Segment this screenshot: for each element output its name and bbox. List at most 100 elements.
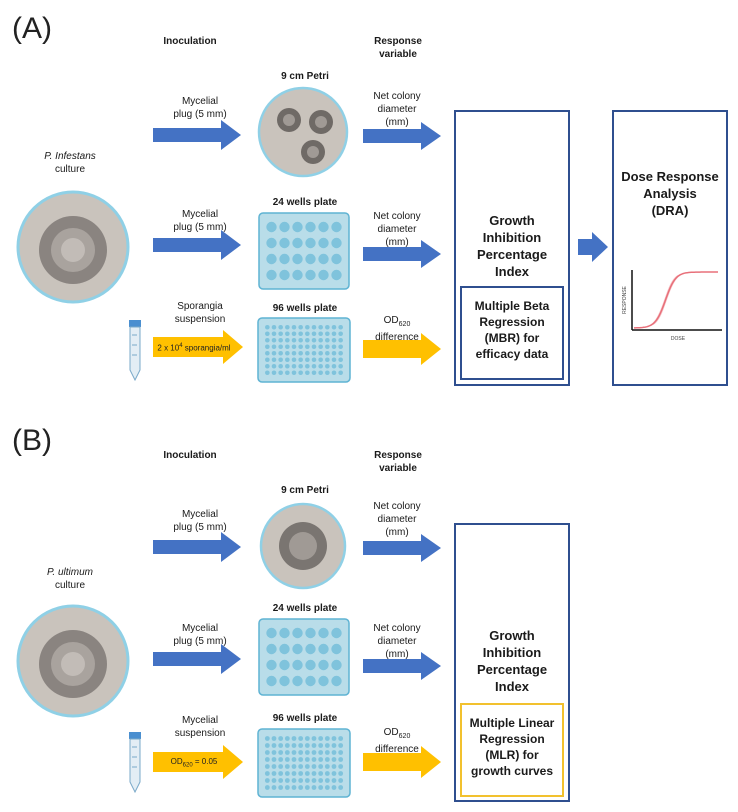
plate-well xyxy=(325,350,330,356)
plate-well xyxy=(271,331,277,337)
plate-well xyxy=(331,363,337,369)
well-plate-96-a xyxy=(257,317,351,383)
plate-well xyxy=(338,331,343,337)
plate-well xyxy=(325,337,330,343)
plate-well xyxy=(265,337,270,343)
culture-dish-b xyxy=(16,604,130,718)
resp-a3-sub: 620 xyxy=(398,321,411,328)
plate-well xyxy=(318,675,329,687)
plate-well xyxy=(291,750,297,755)
plate-well xyxy=(331,370,337,376)
plate-well xyxy=(324,764,330,769)
plate-well xyxy=(318,324,323,330)
chip-a-unit: sporangia/ml xyxy=(182,343,231,353)
plate-well xyxy=(292,659,303,671)
plate-well xyxy=(271,764,277,769)
culture-word-b: culture xyxy=(54,580,85,591)
plate-well xyxy=(292,253,303,265)
plate-well xyxy=(318,778,324,783)
plate-well xyxy=(318,643,329,655)
plate-body xyxy=(258,212,350,290)
od-concentration: OD620 = 0.05 xyxy=(153,756,235,772)
plate-well xyxy=(298,750,304,755)
mlr-line4: growth curves xyxy=(470,764,554,778)
gipi-a-line1: Growth xyxy=(489,213,535,228)
resp-a1-line2: diameter xyxy=(377,104,417,115)
blue-arrow-a1-out xyxy=(363,122,441,150)
gipi-b-line4: Index xyxy=(495,679,529,694)
blue-arrow-a2-out xyxy=(363,240,441,268)
plate-well xyxy=(331,659,342,671)
dra-line3: (DRA) xyxy=(651,203,689,218)
plate-well xyxy=(305,269,316,281)
chip-a-sup: 4 xyxy=(179,343,183,349)
plate-well xyxy=(325,331,330,337)
plate-well xyxy=(305,221,316,233)
plate-well xyxy=(291,357,297,363)
dra-box: Dose Response Analysis (DRA) RESPONSE DO… xyxy=(612,110,728,386)
plate-well xyxy=(318,743,324,748)
plate-well xyxy=(338,771,344,776)
plate-well xyxy=(271,736,277,741)
plate-well xyxy=(265,370,270,376)
chip-a-base: 2 x 10 xyxy=(157,343,180,353)
plate-well xyxy=(291,743,297,748)
yellow-arrow-b3-out xyxy=(363,746,441,778)
plate-well xyxy=(324,757,330,762)
plate-well xyxy=(298,764,304,769)
plate-well xyxy=(291,350,297,356)
plate-well xyxy=(338,743,344,748)
vessel-label-a1: 9 cm Petri xyxy=(281,71,329,82)
plate-well xyxy=(266,253,277,265)
plate-well xyxy=(324,743,330,748)
plate-well xyxy=(298,771,304,776)
chip-b-base: OD xyxy=(170,757,183,766)
plate-well xyxy=(311,363,317,369)
inoc-b3-line2: suspension xyxy=(174,728,226,739)
plate-well xyxy=(318,237,329,249)
plate-well xyxy=(279,253,290,265)
plate-well xyxy=(331,750,337,755)
plate-well xyxy=(264,750,270,755)
plate-well xyxy=(284,743,290,748)
plate-well xyxy=(325,344,330,350)
response-header-b: Response variable xyxy=(358,449,438,475)
plate-well xyxy=(318,627,329,639)
plate-well xyxy=(311,357,317,363)
plate-well xyxy=(325,357,330,363)
culture-species-b: P. ultimum xyxy=(47,567,93,578)
plate-well xyxy=(278,757,284,762)
plate-well xyxy=(338,370,343,376)
plate-well xyxy=(278,764,284,769)
resp-a2-line3: (mm) xyxy=(385,237,409,248)
resp-a1-line3: (mm) xyxy=(385,117,409,128)
mbr-box: Multiple Beta Regression (MBR) for effic… xyxy=(460,286,564,380)
plate-well xyxy=(331,331,337,337)
plate-well xyxy=(305,357,310,363)
plate-well xyxy=(311,764,317,769)
plate-well xyxy=(279,221,290,233)
gipi-box-a: Growth Inhibition Percentage Index Multi… xyxy=(454,110,570,386)
inoc-b2-line2: plug (5 mm) xyxy=(173,636,227,647)
plate-well xyxy=(271,350,277,356)
plate-well xyxy=(279,627,290,639)
response-header-a-line1: Response xyxy=(374,36,422,47)
plate-well xyxy=(311,370,317,376)
inoc-b1-line1: Mycelial xyxy=(181,509,219,520)
plate-well xyxy=(338,785,344,790)
dra-sigmoid-curve xyxy=(634,271,718,329)
plate-well xyxy=(271,337,277,343)
resp-b2-line3: (mm) xyxy=(385,649,409,660)
resp-b1-line3: (mm) xyxy=(385,527,409,538)
plate-well xyxy=(278,750,284,755)
gipi-title-a: Growth Inhibition Percentage Index xyxy=(456,212,568,280)
plate-well xyxy=(298,344,303,350)
plate-well xyxy=(305,370,310,376)
panel-b-label: (B) xyxy=(12,424,52,457)
plate-well xyxy=(325,363,330,369)
plate-well xyxy=(338,324,343,330)
response-b1: Net colony diameter (mm) xyxy=(362,500,432,539)
plate-well xyxy=(298,357,303,363)
plate-well xyxy=(318,750,324,755)
plate-well xyxy=(305,350,310,356)
